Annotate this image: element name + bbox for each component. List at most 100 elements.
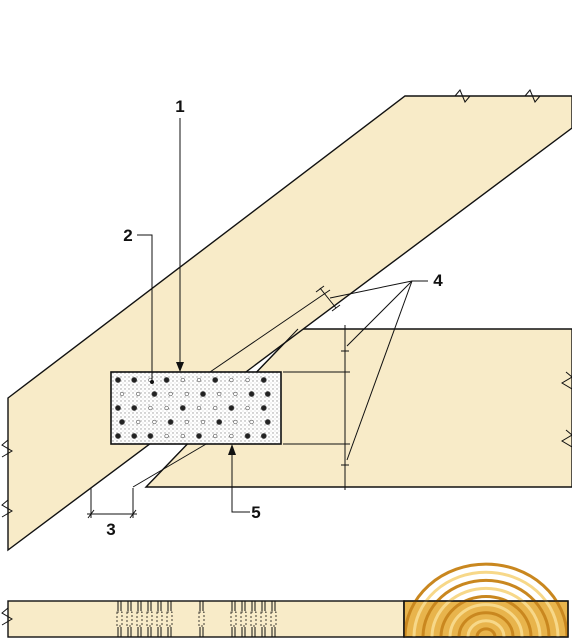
leader-4a [329, 280, 413, 299]
section-nail [127, 601, 132, 637]
section-nail-outline [116, 611, 123, 627]
plate-nail [249, 419, 254, 425]
plate-nail [180, 377, 185, 383]
rafter-break-mark [1, 499, 13, 518]
plate-nail [264, 419, 271, 425]
section-nail-outline [126, 611, 133, 627]
plate-nail [216, 419, 223, 425]
callout-5: 5 [251, 503, 260, 522]
leader-1-arrowhead [176, 362, 184, 372]
plate-nail [147, 433, 154, 439]
section-nail-outline [198, 611, 205, 627]
end-grain [403, 562, 569, 638]
section-nail-outline [270, 611, 277, 627]
section-nail [251, 601, 256, 637]
grain-ring [439, 595, 533, 638]
section-nail [199, 601, 204, 637]
end-grain-rings [403, 562, 569, 638]
callout-1: 1 [175, 97, 184, 116]
leader-4c [346, 280, 413, 461]
plate-nail [119, 419, 125, 425]
dimension-ticks [315, 285, 341, 312]
plate-nail [217, 391, 222, 397]
plate-nail [200, 391, 206, 397]
plate-nail [213, 433, 218, 439]
section-member [7, 600, 405, 638]
dimension-marks [87, 285, 350, 519]
section-nail-outline [240, 611, 247, 627]
plate-nail [248, 391, 255, 397]
grain-ring [421, 578, 551, 638]
leader-5 [231, 450, 250, 513]
plate-nail [260, 405, 267, 411]
plate-nail [233, 391, 238, 397]
grain-ring [457, 611, 515, 638]
plate-nail [245, 405, 250, 411]
plate-nail [168, 391, 173, 397]
grain-ring [448, 603, 524, 638]
plate-nail [151, 391, 158, 397]
dimension-ticks [341, 328, 349, 488]
plate-nail [212, 377, 219, 383]
grain-ring [412, 570, 560, 638]
plate-nail [244, 433, 251, 439]
plate-nail [148, 405, 153, 411]
plate-nail [245, 377, 250, 383]
callout-3: 3 [106, 520, 115, 539]
section-nail-outline [156, 611, 163, 627]
section-nail [157, 601, 162, 637]
section-nail-outline [146, 611, 153, 627]
rafter-break-mark [1, 439, 13, 458]
grain-ring [403, 562, 569, 638]
leader-5-arrowhead [228, 444, 236, 455]
plate-nail [152, 419, 157, 425]
plate-nail [233, 419, 238, 425]
plate-nail [136, 391, 141, 397]
section-nail [241, 601, 246, 637]
section-nail [147, 601, 152, 637]
nail-plate [110, 371, 282, 445]
plate-nail [164, 405, 169, 411]
plate-nail [167, 419, 174, 425]
plate-nail [115, 377, 121, 383]
section-nail-outline [260, 611, 267, 627]
plate-nail [228, 405, 235, 411]
plate-nail [119, 391, 125, 397]
plate-nail [200, 419, 206, 425]
section-view [1, 562, 569, 638]
plate-nail [196, 377, 202, 383]
section-nail [231, 601, 236, 637]
plate-nail [196, 405, 202, 411]
leader-2 [137, 234, 153, 382]
section-nail [261, 601, 266, 637]
dimension-ticks [87, 509, 137, 519]
section-nail [167, 601, 172, 637]
grain-ring [430, 586, 542, 638]
plate-nails [115, 377, 271, 439]
rafter-break-mark [454, 89, 471, 103]
rafter-break-mark [524, 89, 541, 103]
section-nail [137, 601, 142, 637]
grain-ring [475, 627, 497, 638]
dimension-line-slope [319, 287, 337, 309]
callout-2: 2 [123, 226, 132, 245]
plate-nail [131, 377, 138, 383]
plate-nail [264, 391, 271, 397]
leader-2-dot [150, 380, 154, 384]
plate-nail [136, 419, 141, 425]
grain-ring [466, 619, 506, 638]
plate-nail [163, 377, 170, 383]
callout-4: 4 [433, 271, 443, 290]
plate-nail [115, 405, 121, 411]
plate-nail [131, 405, 138, 411]
plate-nail [213, 405, 218, 411]
section-nail [117, 601, 122, 637]
plate-nail [131, 433, 138, 439]
plate-nail [260, 433, 267, 439]
section-break-mark [1, 607, 13, 626]
plate-nail [164, 433, 169, 439]
plate-nail [196, 433, 202, 439]
section-nail-outline [166, 611, 173, 627]
end-grain-outline [403, 600, 569, 638]
